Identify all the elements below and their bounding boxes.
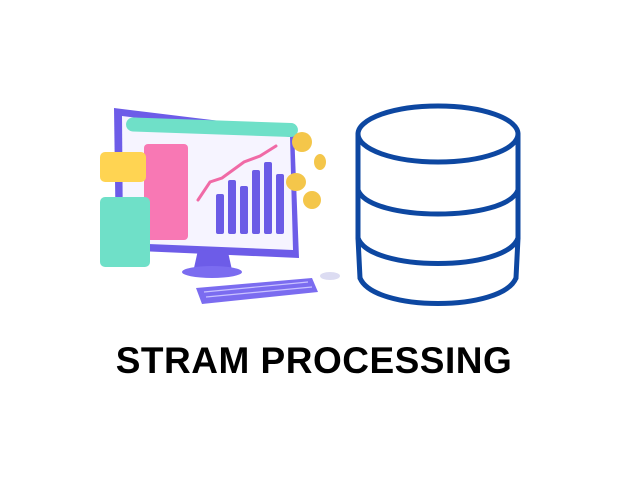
database-divider-2	[355, 235, 521, 266]
database-side-left-3	[355, 235, 363, 281]
coin	[314, 154, 326, 170]
headline-title: STRAM PROCESSING	[115, 340, 513, 381]
bar-chart	[216, 162, 284, 234]
pink-panel	[144, 144, 188, 240]
coin	[303, 191, 321, 209]
bar	[216, 194, 224, 234]
database-icon	[355, 103, 521, 306]
bar	[264, 162, 272, 234]
bar	[252, 170, 260, 234]
teal-card	[100, 197, 150, 267]
database-bottom	[357, 275, 519, 306]
bar	[228, 180, 236, 234]
header-bar	[126, 117, 298, 138]
database-illustration	[350, 98, 525, 316]
trend-line	[196, 144, 278, 202]
database-side-right-3	[513, 235, 521, 281]
yellow-card	[100, 152, 146, 182]
computer-analytics-illustration	[94, 100, 344, 310]
coin	[292, 132, 312, 152]
monitor-base	[182, 266, 242, 278]
bar	[276, 174, 284, 234]
computer-analytics-icon	[100, 108, 340, 304]
monitor-stand	[194, 250, 232, 270]
mouse	[320, 272, 340, 280]
database-top-disk	[355, 103, 521, 165]
bar	[240, 186, 248, 234]
keyboard-keys	[203, 281, 313, 298]
coin	[286, 173, 306, 191]
database-divider	[355, 187, 521, 217]
